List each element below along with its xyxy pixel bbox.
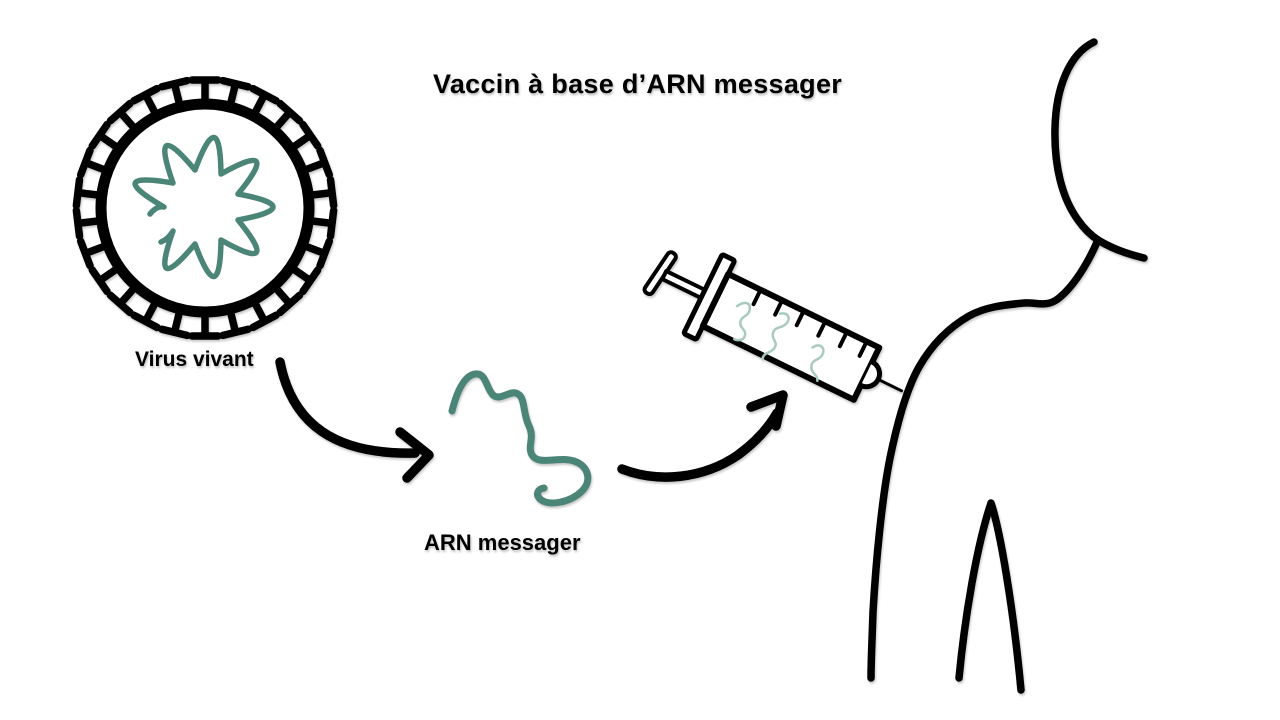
mrna-label: ARN messager bbox=[424, 530, 581, 555]
virus-icon bbox=[76, 80, 333, 336]
virus-rna-strand bbox=[132, 134, 276, 280]
person-inner-arm-line bbox=[955, 499, 1025, 694]
syringe-icon bbox=[642, 250, 904, 403]
arrow-mrna-to-syringe bbox=[617, 390, 788, 482]
curved-arrow-head bbox=[395, 427, 434, 483]
curved-arrow-shaft bbox=[617, 408, 782, 482]
syringe-graduation-marks bbox=[751, 287, 869, 358]
person-shoulder-arm-outline bbox=[867, 236, 1102, 682]
person-outline-icon bbox=[867, 38, 1148, 694]
syringe-mrna-content bbox=[732, 301, 825, 383]
arrow-virus-to-mrna bbox=[275, 357, 434, 483]
page-title: Vaccin à base d’ARN messager bbox=[433, 69, 843, 99]
virus-label: Virus vivant bbox=[135, 348, 254, 371]
curved-arrow-head bbox=[746, 390, 788, 431]
syringe-barrel bbox=[699, 270, 883, 403]
virus-envelope-ring bbox=[95, 98, 315, 318]
curved-arrow-shaft bbox=[275, 357, 420, 458]
person-chin-line bbox=[1094, 236, 1148, 262]
mrna-strand-icon bbox=[448, 370, 592, 507]
syringe-needle bbox=[875, 377, 904, 393]
person-head-outline bbox=[1051, 38, 1102, 244]
syringe-plunger-rod bbox=[660, 269, 707, 300]
